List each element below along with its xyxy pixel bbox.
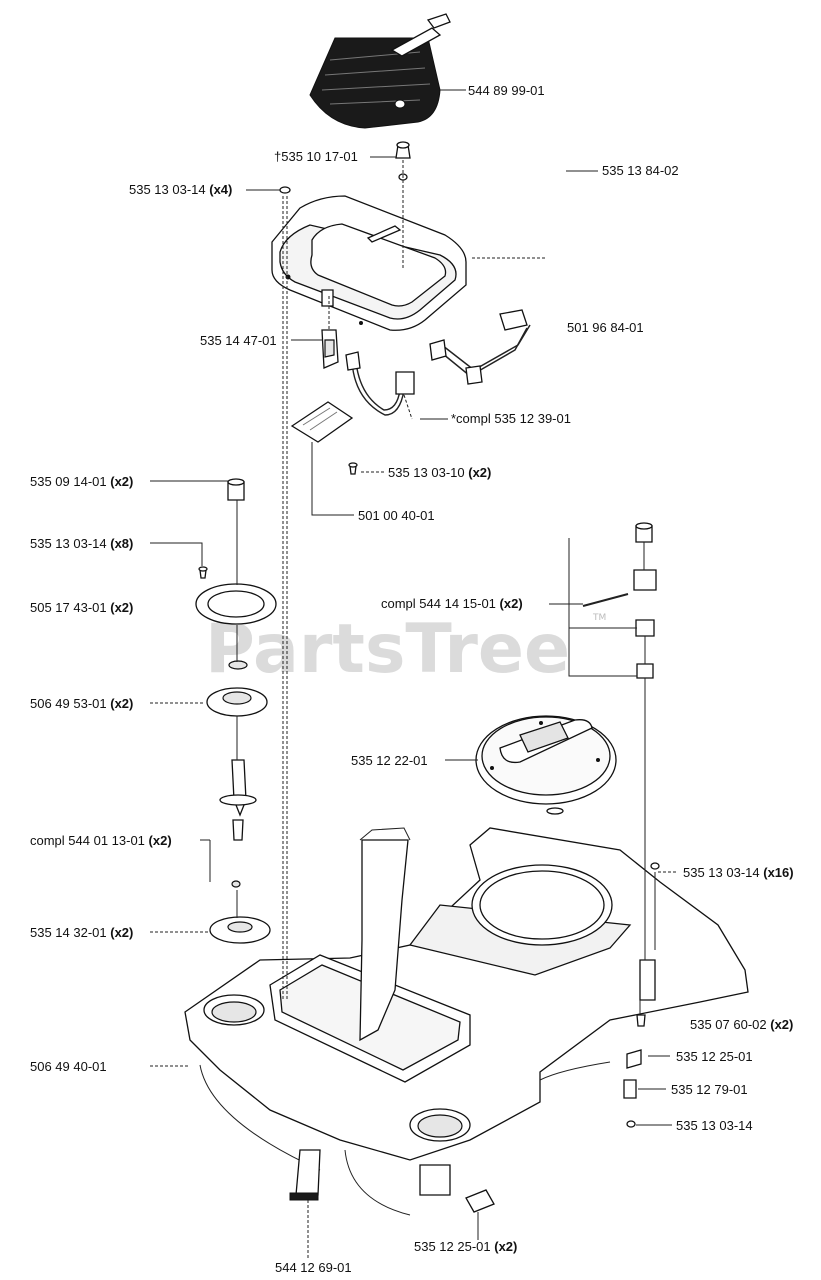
cutting-height-dial-part [475, 715, 617, 815]
bracket-part [429, 309, 531, 385]
card-part [290, 401, 354, 443]
sensor-pin-assembly-part [219, 759, 257, 888]
disc-part [206, 687, 268, 717]
leader-lines [150, 89, 678, 1258]
label-544-12-69-01[interactable]: 544 12 69-01 [275, 1260, 352, 1275]
label-535-14-32-01-x2[interactable]: 535 14 32-01 (x2) [30, 925, 133, 940]
label-compl-535-12-39-01[interactable]: *compl 535 12 39-01 [451, 411, 571, 426]
keypad-membrane-part [309, 13, 451, 129]
latch-part [321, 329, 339, 369]
label-535-10-17-01[interactable]: †535 10 17-01 [274, 149, 358, 164]
label-535-13-84-02[interactable]: 535 13 84-02 [602, 163, 679, 178]
label-compl-544-14-15-01-x2[interactable]: compl 544 14 15-01 (x2) [381, 596, 523, 611]
label-544-89-99-01[interactable]: 544 89 99-01 [468, 83, 545, 98]
right-hardware-parts [623, 862, 660, 1128]
label-535-13-03-14-x4[interactable]: 535 13 03-14 (x4) [129, 182, 232, 197]
spacer-left-part [227, 478, 245, 501]
main-chassis-part [184, 827, 749, 1216]
top-plug-part [395, 141, 411, 181]
label-501-96-84-01[interactable]: 501 96 84-01 [567, 320, 644, 335]
label-501-00-40-01[interactable]: 501 00 40-01 [358, 508, 435, 523]
screw-x8-part [198, 566, 208, 579]
label-505-17-43-01-x2[interactable]: 505 17 43-01 (x2) [30, 600, 133, 615]
part-labels: 544 89 99-01 †535 10 17-01 535 13 84-02 … [30, 83, 794, 1275]
label-535-12-25-01-x2[interactable]: 535 12 25-01 (x2) [414, 1239, 517, 1254]
spacer-stack-part [582, 522, 657, 679]
label-535-13-03-14[interactable]: 535 13 03-14 [676, 1118, 753, 1133]
label-506-49-40-01[interactable]: 506 49 40-01 [30, 1059, 107, 1074]
label-535-14-47-01[interactable]: 535 14 47-01 [200, 333, 277, 348]
label-535-12-22-01[interactable]: 535 12 22-01 [351, 753, 428, 768]
label-506-49-53-01-x2[interactable]: 506 49 53-01 (x2) [30, 696, 133, 711]
clip-bottom-part [465, 1189, 495, 1213]
label-535-13-03-14-x16[interactable]: 535 13 03-14 (x16) [683, 865, 794, 880]
label-535-12-79-01[interactable]: 535 12 79-01 [671, 1082, 748, 1097]
top-cover-part [271, 195, 467, 331]
label-535-13-03-10-x2[interactable]: 535 13 03-10 (x2) [388, 465, 491, 480]
gasket-ring-part [195, 583, 277, 670]
bushing-part [209, 916, 271, 944]
label-535-12-25-01[interactable]: 535 12 25-01 [676, 1049, 753, 1064]
watermark-trademark: TM [592, 613, 606, 623]
watermark: PartsTree [205, 610, 570, 689]
label-535-09-14-01-x2[interactable]: 535 09 14-01 (x2) [30, 474, 133, 489]
label-535-07-60-02-x2[interactable]: 535 07 60-02 (x2) [690, 1017, 793, 1032]
label-compl-544-01-13-01-x2[interactable]: compl 544 01 13-01 (x2) [30, 833, 172, 848]
screw-x4-part [279, 186, 291, 194]
ribbon-cable-bottom-part [289, 1149, 321, 1201]
label-535-13-03-14-x8[interactable]: 535 13 03-14 (x8) [30, 536, 133, 551]
screw-535-13-03-10-part [348, 462, 358, 475]
wire-harness-part [345, 351, 415, 416]
